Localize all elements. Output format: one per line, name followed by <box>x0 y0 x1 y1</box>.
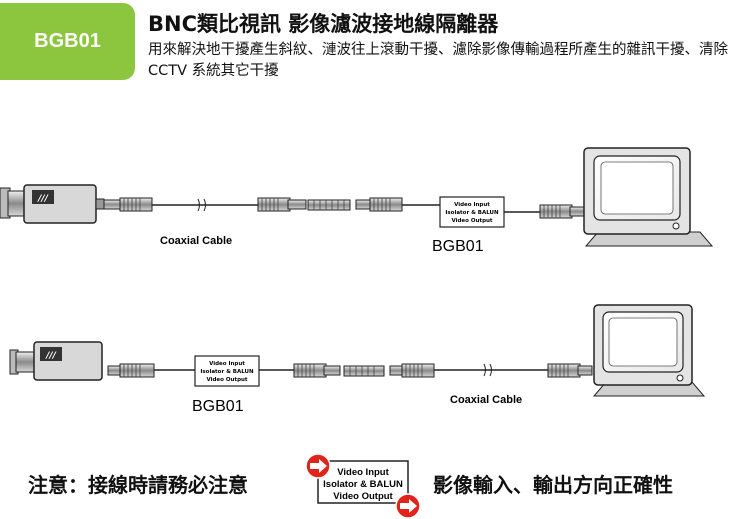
monitor-icon <box>583 147 714 247</box>
bnc-barrel-adapter <box>343 365 385 377</box>
box-line-output: Video Output <box>206 377 247 383</box>
bnc-connector <box>547 363 593 378</box>
svg-text:///: /// <box>45 351 57 361</box>
input-arrow-icon <box>305 453 331 479</box>
bnc-connector <box>103 197 153 212</box>
model-badge-label: BGB01 <box>34 30 101 52</box>
bnc-connector <box>355 197 403 212</box>
box-line-device: Isolator & BALUN <box>323 479 403 490</box>
camera-icon: /// <box>0 184 105 224</box>
box-line-input: Video Input <box>337 467 389 478</box>
device-label: BGB01 <box>192 398 244 415</box>
product-title: BNC類比視訊 影像濾波接地線隔離器 <box>148 12 499 36</box>
bnc-connector <box>293 363 341 378</box>
bnc-barrel-adapter <box>307 199 351 211</box>
model-badge: BGB01 <box>0 3 135 80</box>
diagram-1: /// Vide <box>0 147 714 255</box>
output-arrow-icon <box>395 493 421 519</box>
diagram-2: /// Video Input Isolator & BALUN Video O… <box>9 304 706 415</box>
balun-device: Video Input Isolator & BALUN Video Outpu… <box>439 196 505 228</box>
bnc-connector <box>257 197 307 212</box>
box-line-device: Isolator & BALUN <box>200 369 254 375</box>
camera-icon: /// <box>9 341 103 381</box>
monitor-icon <box>592 304 706 397</box>
notice-prefix: 注意：接線時請務必注意 <box>28 473 248 497</box>
svg-text:///: /// <box>37 194 49 204</box>
box-line-output: Video Output <box>333 491 393 502</box>
box-line-input: Video Input <box>454 202 490 208</box>
cable-break-icon <box>483 363 492 377</box>
cable-label: Coaxial Cable <box>160 235 232 247</box>
bnc-connector <box>107 363 155 378</box>
cable-break-icon <box>197 198 206 212</box>
bnc-connector <box>539 204 589 219</box>
box-line-device: Isolator & BALUN <box>445 210 499 216</box>
device-label: BGB01 <box>432 238 484 255</box>
notice-suffix: 影像輸入、輸出方向正確性 <box>433 473 673 497</box>
cable-label: Coaxial Cable <box>450 394 522 406</box>
product-description: 用來解決地干擾產生斜紋、漣波往上滾動干擾、濾除影像傳輸過程所產生的雜訊干擾、清除… <box>148 42 728 79</box>
box-line-output: Video Output <box>451 218 492 224</box>
balun-device: Video Input Isolator & BALUN Video Outpu… <box>194 355 260 387</box>
direction-notice-box: Video Input Isolator & BALUN Video Outpu… <box>305 453 421 519</box>
bnc-connector <box>389 363 435 378</box>
box-line-input: Video Input <box>209 361 245 367</box>
